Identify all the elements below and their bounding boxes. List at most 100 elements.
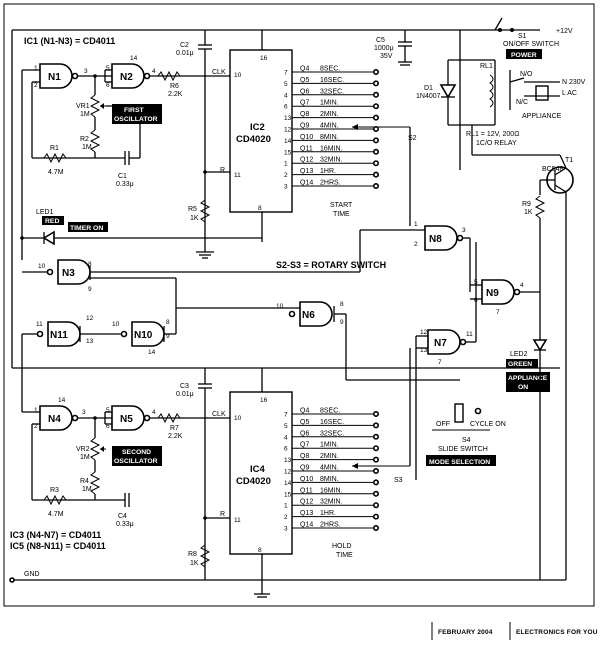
svg-text:N1: N1 (48, 72, 61, 83)
ic4-counter: IC4 CD4020 16 8 10 CLK 11 R (212, 368, 293, 598)
q-label: Q8 (300, 453, 309, 460)
svg-text:R8: R8 (188, 551, 197, 558)
svg-text:8: 8 (88, 261, 92, 268)
svg-text:R: R (220, 167, 225, 174)
s2-rotary-wiper: S2 (352, 124, 417, 226)
svg-text:10: 10 (112, 321, 120, 328)
pin-number: 3 (284, 184, 288, 191)
q-label: Q8 (300, 111, 309, 118)
svg-text:ON: ON (518, 384, 528, 391)
svg-text:1M: 1M (80, 454, 90, 461)
svg-text:N3: N3 (62, 268, 75, 279)
svg-text:10: 10 (234, 415, 242, 422)
svg-text:FIRST: FIRST (124, 107, 144, 114)
svg-text:5: 5 (106, 65, 110, 72)
svg-text:RED: RED (45, 218, 59, 225)
switch-contact (372, 422, 379, 429)
svg-text:1K: 1K (190, 215, 199, 222)
svg-text:L AC: L AC (562, 90, 577, 97)
time-label: 32MIN. (320, 157, 343, 164)
svg-text:4.7M: 4.7M (48, 511, 64, 518)
s4-slide-switch: OFF CYCLE ON S4 SLIDE SWITCH MODE SELECT… (426, 403, 506, 466)
switch-contact (372, 410, 379, 417)
time-label: 1HR. (320, 510, 336, 517)
switch-contact (372, 433, 379, 440)
pin-number: 4 (284, 434, 288, 441)
svg-text:12: 12 (420, 329, 428, 336)
hold-time-label-2: TIME (336, 552, 353, 559)
switch-contact (372, 445, 379, 452)
switch-contact (372, 137, 379, 144)
svg-text:CD4020: CD4020 (236, 476, 271, 487)
svg-text:11: 11 (36, 321, 43, 328)
power-tag-text: POWER (511, 52, 537, 59)
pin-number: 3 (284, 526, 288, 533)
q-label: Q6 (300, 430, 309, 437)
svg-text:N5: N5 (120, 414, 133, 425)
q-label: Q11 (300, 145, 313, 152)
svg-text:1N4007: 1N4007 (416, 93, 441, 100)
svg-text:16: 16 (260, 55, 268, 62)
svg-text:13: 13 (420, 347, 428, 354)
switch-contact (372, 490, 379, 497)
time-label: 4MIN. (320, 465, 339, 472)
power-tag (506, 49, 542, 59)
time-label: 2MIN. (320, 111, 339, 118)
c5-capacitor: C5 1000μ 35V (374, 30, 412, 66)
svg-text:1K: 1K (190, 560, 199, 567)
svg-text:R6: R6 (170, 83, 179, 90)
led1-indicator: LED1 RED TIMER ON (20, 209, 262, 246)
switch-contact (372, 114, 379, 121)
led2-indicator: LED2 GREEN APPLIANCE ON (506, 292, 550, 580)
gate-n1: N1 123 (34, 63, 88, 89)
svg-text:8: 8 (166, 319, 170, 326)
svg-text:0.33μ: 0.33μ (116, 521, 134, 528)
time-label: 1MIN. (320, 100, 339, 107)
svg-text:CD4020: CD4020 (236, 134, 271, 145)
pin-number: 2 (284, 172, 288, 179)
svg-text:1K: 1K (524, 209, 533, 216)
second-osc-wiring: R7 2.2K VR2 1M R4 1M R3 4.7M C4 0.33μ SE… (21, 400, 230, 528)
svg-text:0.01μ: 0.01μ (176, 391, 194, 398)
svg-text:9: 9 (340, 319, 344, 326)
svg-text:APPLIANCE: APPLIANCE (522, 113, 562, 120)
q-label: Q11 (300, 487, 313, 494)
svg-text:C3: C3 (180, 383, 189, 390)
relay-section: D1 1N4007 RL1 N/O N/C N 230V L AC APPLIA… (416, 30, 586, 170)
svg-text:C1: C1 (118, 173, 127, 180)
svg-text:N/O: N/O (520, 71, 533, 78)
q-label: Q5 (300, 419, 309, 426)
svg-text:35V: 35V (380, 53, 393, 60)
pin-number: 6 (284, 446, 288, 453)
time-label: 1HR. (320, 168, 336, 175)
svg-text:1M: 1M (82, 144, 92, 151)
r5-resistor: R5 1K (188, 199, 214, 259)
svg-text:S4: S4 (462, 437, 471, 444)
pin-number: 14 (284, 480, 292, 487)
svg-text:D1: D1 (424, 85, 433, 92)
rotary-label: S2-S3 = ROTARY SWITCH (276, 260, 386, 270)
pin-number: 14 (284, 138, 292, 145)
svg-text:13: 13 (86, 338, 94, 345)
footer-magazine: ELECTRONICS FOR YOU (516, 629, 598, 636)
time-label: 32SEC. (320, 88, 344, 95)
svg-text:16: 16 (260, 397, 268, 404)
svg-text:CLK: CLK (212, 69, 226, 76)
svg-text:7: 7 (496, 309, 500, 316)
svg-text:R: R (220, 511, 225, 518)
svg-text:OFF: OFF (436, 421, 450, 428)
pin-number: 15 (284, 491, 292, 498)
svg-text:C2: C2 (180, 42, 189, 49)
